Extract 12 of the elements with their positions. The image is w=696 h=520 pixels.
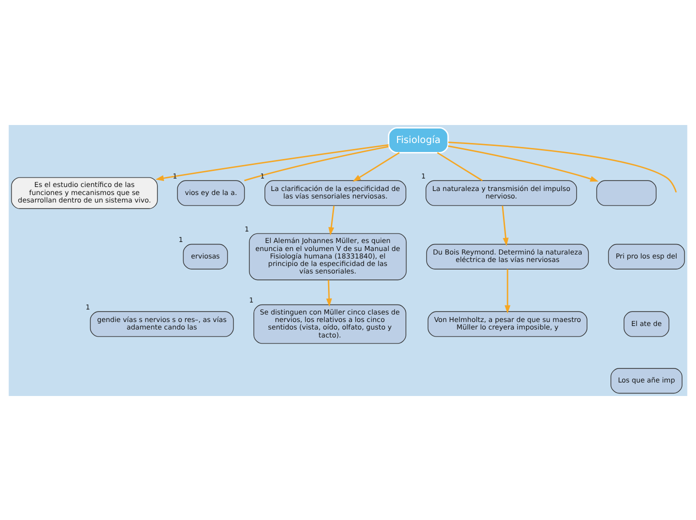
- connector: [244, 145, 389, 181]
- arrow: [326, 279, 332, 306]
- arrow: [502, 205, 509, 246]
- arrow: [448, 144, 599, 182]
- node-box: Fisiología: [388, 126, 449, 153]
- node-box: [596, 180, 656, 206]
- arrow: [352, 152, 400, 182]
- arrow: [504, 268, 510, 314]
- arrow: [328, 205, 335, 236]
- connector: [448, 141, 677, 192]
- arrow: [155, 144, 389, 181]
- connector: [437, 152, 483, 181]
